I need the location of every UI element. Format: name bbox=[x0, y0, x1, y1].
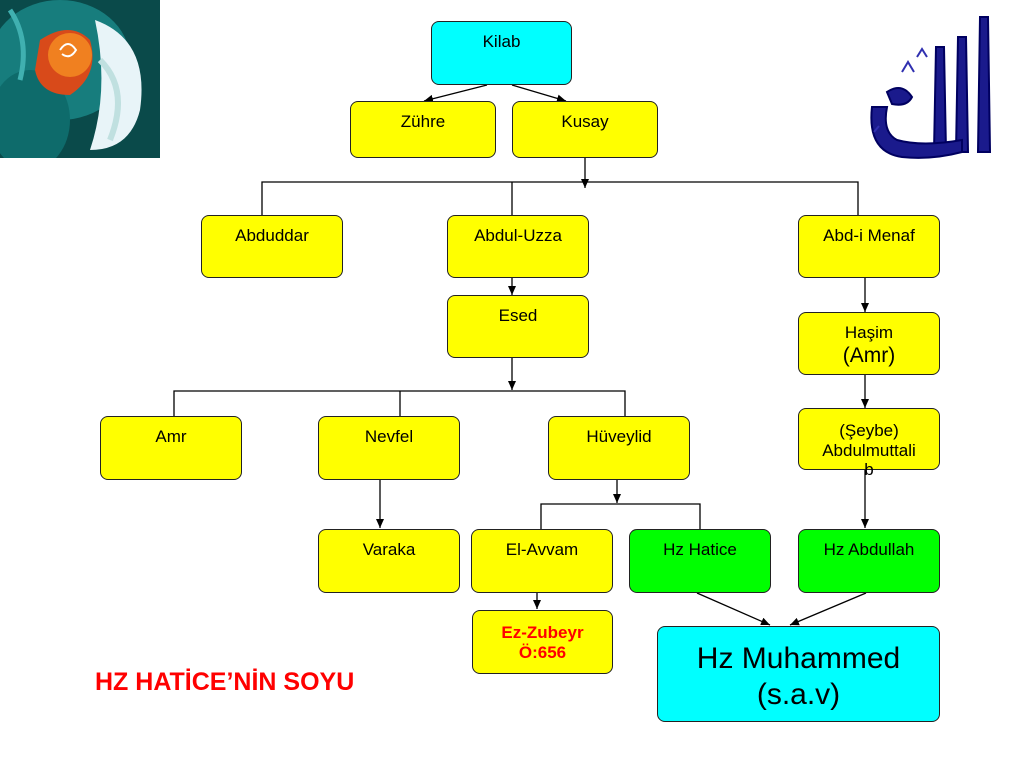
diagram-title: HZ HATİCE’NİN SOYU bbox=[95, 668, 355, 696]
node-label-line3: b bbox=[864, 460, 874, 480]
node-label-line2: Ö:656 bbox=[518, 643, 567, 663]
bracket-huveylid-children bbox=[540, 503, 701, 529]
node-label: Kilab bbox=[482, 32, 521, 51]
node-label-line1: Ez-Zubeyr bbox=[501, 623, 584, 642]
edge-abdullah-muhammed bbox=[789, 592, 867, 626]
node-zuhre: Zühre bbox=[350, 101, 496, 158]
edge-kilab-zuhre bbox=[423, 84, 488, 103]
node-label-line1: Haşim bbox=[844, 323, 894, 342]
node-label: Amr bbox=[155, 427, 187, 446]
node-label: Abd-i Menaf bbox=[823, 226, 915, 245]
node-label: Kusay bbox=[561, 112, 609, 131]
node-label-line2: (Amr) bbox=[842, 344, 896, 368]
node-label: Abdul-Uzza bbox=[474, 226, 562, 245]
node-label: Hz Abdullah bbox=[823, 540, 915, 559]
node-hz-abdullah: Hz Abdullah bbox=[798, 529, 940, 593]
node-label: Nevfel bbox=[364, 427, 414, 446]
node-label-line1: Hz Muhammed bbox=[696, 642, 901, 675]
node-label-line1: (Şeybe) bbox=[839, 421, 899, 440]
node-label-line2: Abdulmuttali bbox=[822, 440, 916, 460]
node-hasim: Haşim (Amr) bbox=[798, 312, 940, 375]
calligraphy-flower-image bbox=[0, 0, 160, 158]
bracket-kusay-children bbox=[261, 181, 859, 215]
node-label: Hz Hatice bbox=[663, 540, 737, 559]
node-nevfel: Nevfel bbox=[318, 416, 460, 480]
node-esed: Esed bbox=[447, 295, 589, 358]
node-abdul-uzza: Abdul-Uzza bbox=[447, 215, 589, 278]
node-label: Hüveylid bbox=[586, 427, 652, 446]
node-kusay: Kusay bbox=[512, 101, 658, 158]
node-abd-i-menaf: Abd-i Menaf bbox=[798, 215, 940, 278]
node-hz-hatice: Hz Hatice bbox=[629, 529, 771, 593]
node-label-line2: (s.a.v) bbox=[756, 678, 841, 711]
node-label: Esed bbox=[498, 306, 538, 325]
node-kilab: Kilab bbox=[431, 21, 572, 85]
node-amr: Amr bbox=[100, 416, 242, 480]
node-varaka: Varaka bbox=[318, 529, 460, 593]
edge-hatice-muhammed bbox=[696, 592, 771, 626]
node-label: El-Avvam bbox=[505, 540, 579, 559]
node-label: Abduddar bbox=[235, 226, 309, 245]
node-ez-zubeyr: Ez-Zubeyr Ö:656 bbox=[472, 610, 613, 674]
node-abduddar: Abduddar bbox=[201, 215, 343, 278]
node-seybe-abdulmuttalib: (Şeybe) Abdulmuttali b bbox=[798, 408, 940, 479]
node-huveylid: Hüveylid bbox=[548, 416, 690, 480]
node-el-avvam: El-Avvam bbox=[471, 529, 613, 593]
node-label: Varaka bbox=[362, 540, 416, 559]
node-label: Zühre bbox=[400, 112, 446, 131]
edge-kilab-kusay bbox=[511, 84, 567, 103]
node-hz-muhammed: Hz Muhammed (s.a.v) bbox=[657, 626, 940, 722]
allah-calligraphy-icon bbox=[870, 16, 992, 159]
